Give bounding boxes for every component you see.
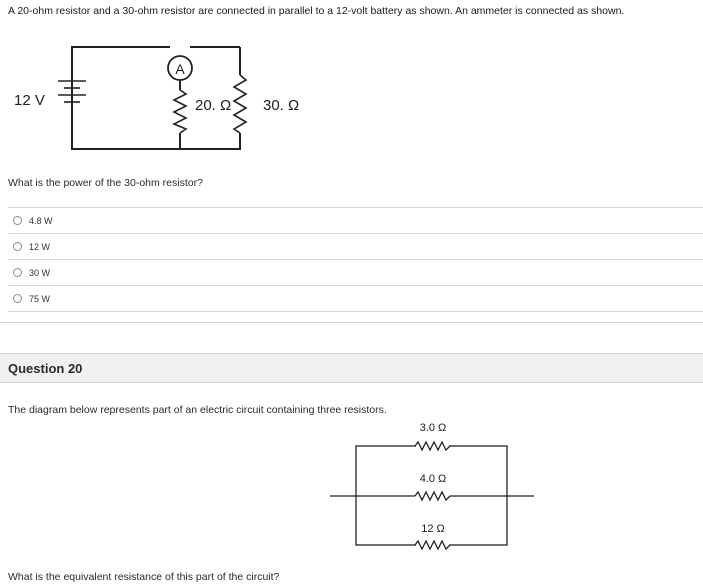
question-prompt-20: What is the equivalent resistance of thi…	[8, 571, 280, 583]
battery-symbol	[58, 47, 86, 149]
option-2[interactable]: 12 W	[8, 233, 703, 259]
radio-button[interactable]	[13, 242, 22, 251]
question-prompt: What is the power of the 30-ohm resistor…	[8, 177, 203, 189]
question-title: Question 20	[8, 361, 83, 376]
option-label: 75 W	[29, 293, 51, 304]
resistor-3-label: 3.0 Ω	[420, 422, 447, 434]
three-resistor-diagram: 3.0 Ω 4.0 Ω 12 Ω	[330, 422, 534, 551]
option-1[interactable]: 4.8 W	[8, 207, 703, 233]
resistor-20-symbol	[172, 89, 188, 134]
resistor-4-label: 4.0 Ω	[420, 473, 447, 485]
radio-button[interactable]	[13, 268, 22, 277]
ammeter-symbol	[167, 55, 193, 81]
ammeter-label: A	[175, 61, 185, 77]
parallel-circuit-diagram: A 12 V 20. Ω 30. Ω	[14, 46, 299, 150]
resistor-30-label: 30. Ω	[263, 97, 299, 114]
radio-button[interactable]	[13, 216, 22, 225]
question-header: Question 20	[0, 353, 703, 383]
resistor-12-symbol	[414, 539, 451, 551]
option-label: 30 W	[29, 267, 51, 278]
section-divider	[0, 322, 703, 323]
option-4[interactable]: 75 W	[8, 285, 703, 312]
option-label: 12 W	[29, 241, 51, 252]
resistor-30-symbol	[232, 74, 248, 134]
resistor-20-label: 20. Ω	[195, 97, 231, 114]
question-intro-text: A 20-ohm resistor and a 30-ohm resistor …	[8, 5, 625, 17]
answer-options: 4.8 W 12 W 30 W 75 W	[8, 207, 703, 312]
resistor-4-symbol	[414, 490, 451, 502]
resistor-12-label: 12 Ω	[421, 523, 445, 535]
radio-button[interactable]	[13, 294, 22, 303]
question-description: The diagram below represents part of an …	[8, 404, 387, 416]
option-3[interactable]: 30 W	[8, 259, 703, 285]
battery-label: 12 V	[14, 92, 45, 109]
option-label: 4.8 W	[29, 215, 53, 226]
resistor-3-symbol	[414, 440, 451, 452]
